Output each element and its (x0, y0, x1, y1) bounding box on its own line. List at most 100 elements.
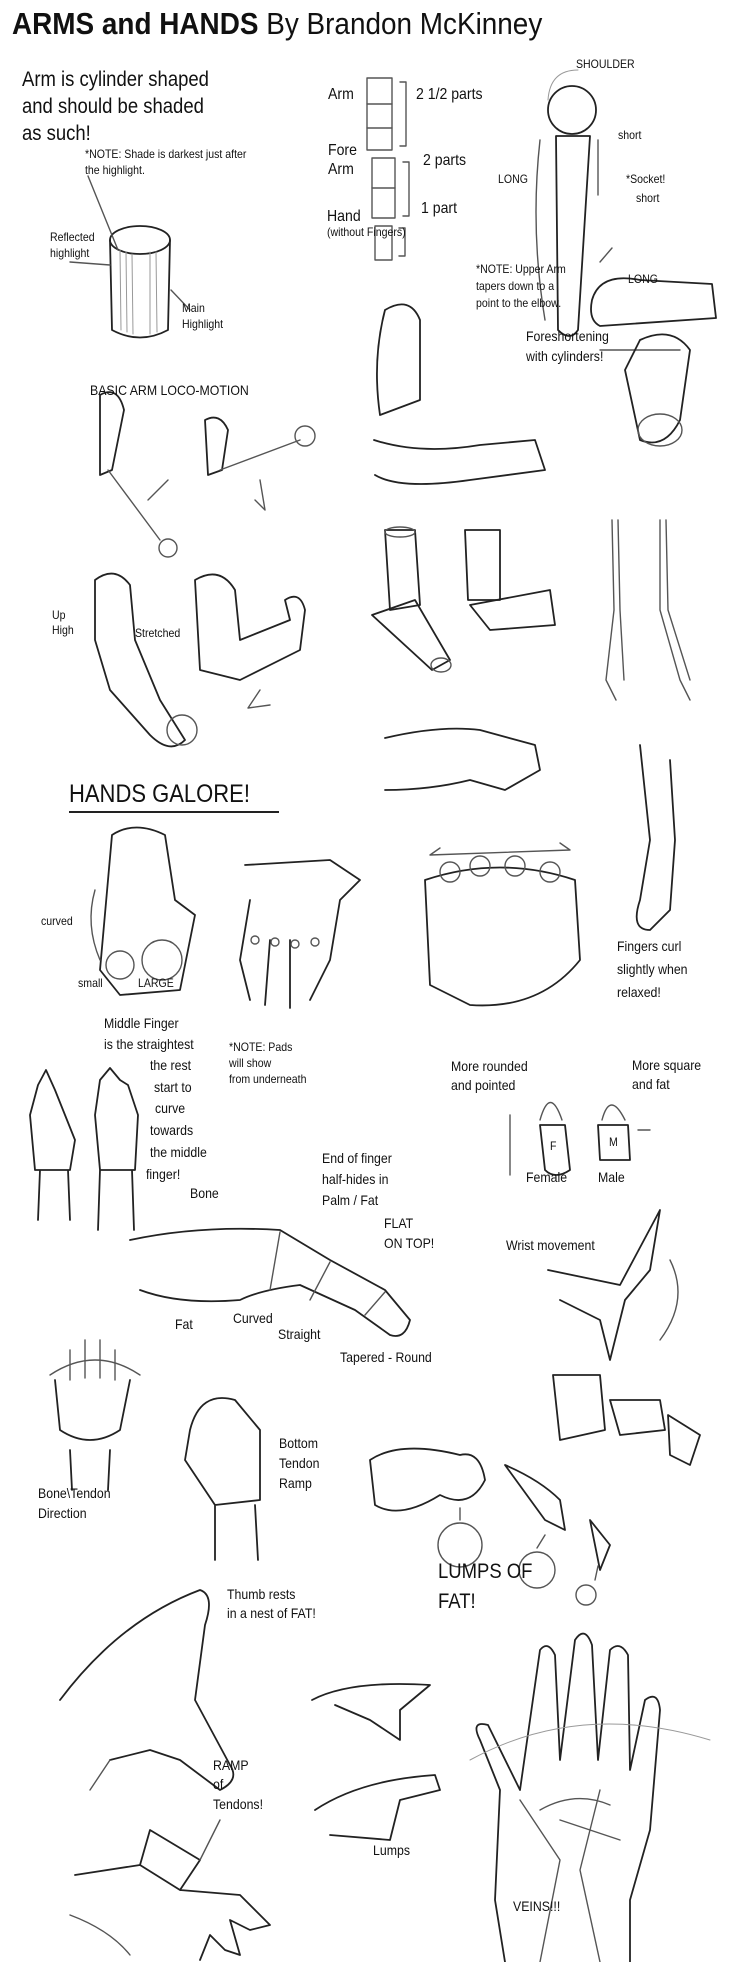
intro-line-3: as such! (22, 122, 91, 145)
side-hand-sketch (384, 727, 541, 791)
forearm-parts: 2 parts (423, 152, 467, 169)
wrist-sketch (547, 1209, 679, 1361)
fat-label: Fat (175, 1316, 193, 1332)
ramp-hand-sketch (69, 1819, 271, 1961)
end-note-3: Palm / Fat (322, 1192, 379, 1208)
middle-finger-1: Middle Finger (104, 1015, 179, 1031)
long-label-1: LONG (498, 172, 528, 186)
long-label-2: LONG (628, 272, 658, 286)
bottom-tendon-3: Ramp (279, 1475, 312, 1491)
bone-tendon-hand-sketch (49, 1339, 141, 1491)
middle-finger-4: start to (154, 1079, 192, 1095)
upper-arm-note-2: tapers down to a (476, 279, 555, 293)
shade-note-2: the highlight. (85, 163, 145, 177)
wrist-label: Wrist movement (506, 1237, 595, 1253)
hanging-arm-sketch (635, 744, 676, 931)
middle-finger-8: finger! (146, 1166, 181, 1182)
cylinder-joints-sketch (371, 526, 556, 673)
pads-note-2: will show (229, 1056, 272, 1070)
big-arms-sketch (94, 572, 306, 748)
flexed-arm-sketch (373, 303, 546, 485)
locomotion-sketch (99, 391, 316, 558)
proportion-sketch (366, 77, 410, 261)
f-letter: F (550, 1139, 557, 1153)
thumb-note-2: in a nest of FAT! (227, 1605, 316, 1621)
fingers-curl-1: Fingers curl (617, 938, 682, 954)
foreshortening-sketch (624, 333, 691, 447)
veins-hand-sketch (469, 1632, 711, 1962)
skeleton-arms-sketch (605, 519, 691, 701)
middle-finger-5: curve (155, 1100, 186, 1116)
upper-arm-note-1: *NOTE: Upper Arm (476, 262, 566, 276)
ramp-3: Tendons! (213, 1796, 264, 1812)
reflected-label-1: Reflected (50, 230, 95, 244)
short-label-2: short (636, 191, 660, 205)
bottom-hand-sketch (184, 1397, 261, 1561)
foreshortening-1: Foreshortening (526, 328, 609, 344)
ramp-1: RAMP (213, 1757, 249, 1773)
small-hands-sketch (311, 1683, 441, 1841)
flat-label-2: ON TOP! (384, 1235, 435, 1251)
hand-sublabel: (without Fingers) (327, 225, 406, 239)
middle-finger-2: is the straightest (104, 1036, 194, 1052)
intro-line-1: Arm is cylinder shaped (22, 68, 209, 91)
middle-finger-3: the rest (150, 1057, 192, 1073)
lumps-of-fat-2: FAT! (438, 1590, 476, 1613)
shoulder-label: SHOULDER (576, 57, 635, 71)
reflected-label-2: highlight (50, 246, 90, 260)
bottom-tendon-1: Bottom (279, 1435, 319, 1451)
bone-tendon-1: Bone\Tendon (38, 1485, 111, 1501)
female-note-1: More rounded (451, 1058, 528, 1074)
high-label: High (52, 623, 74, 637)
socket-label: *Socket! (626, 172, 666, 186)
forearm-label-2: Arm (328, 161, 354, 178)
fist-sketch (424, 842, 581, 1007)
bottom-tendon-2: Tendon (279, 1455, 320, 1471)
intro-line-2: and should be shaded (22, 95, 204, 118)
middle-finger-6: towards (150, 1122, 194, 1138)
arm-parts: 2 1/2 parts (416, 86, 483, 103)
heading-underline (69, 811, 279, 813)
short-label-1: short (618, 128, 642, 142)
main-highlight-1: Main (182, 301, 205, 315)
ramp-2: of (213, 1776, 224, 1792)
arm-label: Arm (328, 86, 354, 103)
stretched-label: Stretched (135, 626, 181, 640)
end-note-2: half-hides in (322, 1171, 389, 1187)
finger-bones-sketch (369, 1447, 611, 1606)
title-main: ARMS and HANDS (12, 6, 259, 41)
cylinder-sketch (69, 175, 191, 339)
m-letter: M (609, 1135, 618, 1149)
curved-label: curved (41, 914, 73, 928)
up-label: Up (52, 608, 66, 622)
pads-note-1: *NOTE: Pads (229, 1040, 293, 1054)
finger-sketch (129, 1227, 411, 1337)
fingers-curl-2: slightly when (617, 961, 688, 977)
large-label: LARGE (138, 976, 174, 990)
hand-parts: 1 part (421, 200, 458, 217)
foreshortening-2: with cylinders! (526, 348, 604, 364)
pads-note-3: from underneath (229, 1072, 307, 1086)
female-label: Female (526, 1169, 568, 1185)
lumps-label: Lumps (373, 1842, 410, 1858)
hands-galore-heading: HANDS GALORE! (69, 780, 250, 808)
male-label: Male (598, 1169, 625, 1185)
title-byline: By Brandon McKinney (266, 6, 543, 41)
bone-tendon-2: Direction (38, 1505, 87, 1521)
female-note-2: and pointed (451, 1077, 516, 1093)
upright-hands-sketch (29, 1067, 139, 1231)
bone-label: Bone (190, 1185, 219, 1201)
fingers-curl-3: relaxed! (617, 984, 661, 1000)
hand-label: Hand (327, 208, 361, 225)
flat-label-1: FLAT (384, 1215, 414, 1231)
shade-note-1: *NOTE: Shade is darkest just after (85, 147, 247, 161)
tapered-label: Tapered - Round (340, 1349, 432, 1365)
thumb-note-1: Thumb rests (227, 1586, 296, 1602)
lumps-of-fat-1: LUMPS OF (438, 1560, 533, 1583)
locomotion-heading: BASIC ARM LOCO-MOTION (90, 382, 249, 398)
main-highlight-2: Highlight (182, 317, 224, 331)
thumb-hand-sketch (59, 1589, 235, 1791)
middle-finger-7: the middle (150, 1144, 207, 1160)
